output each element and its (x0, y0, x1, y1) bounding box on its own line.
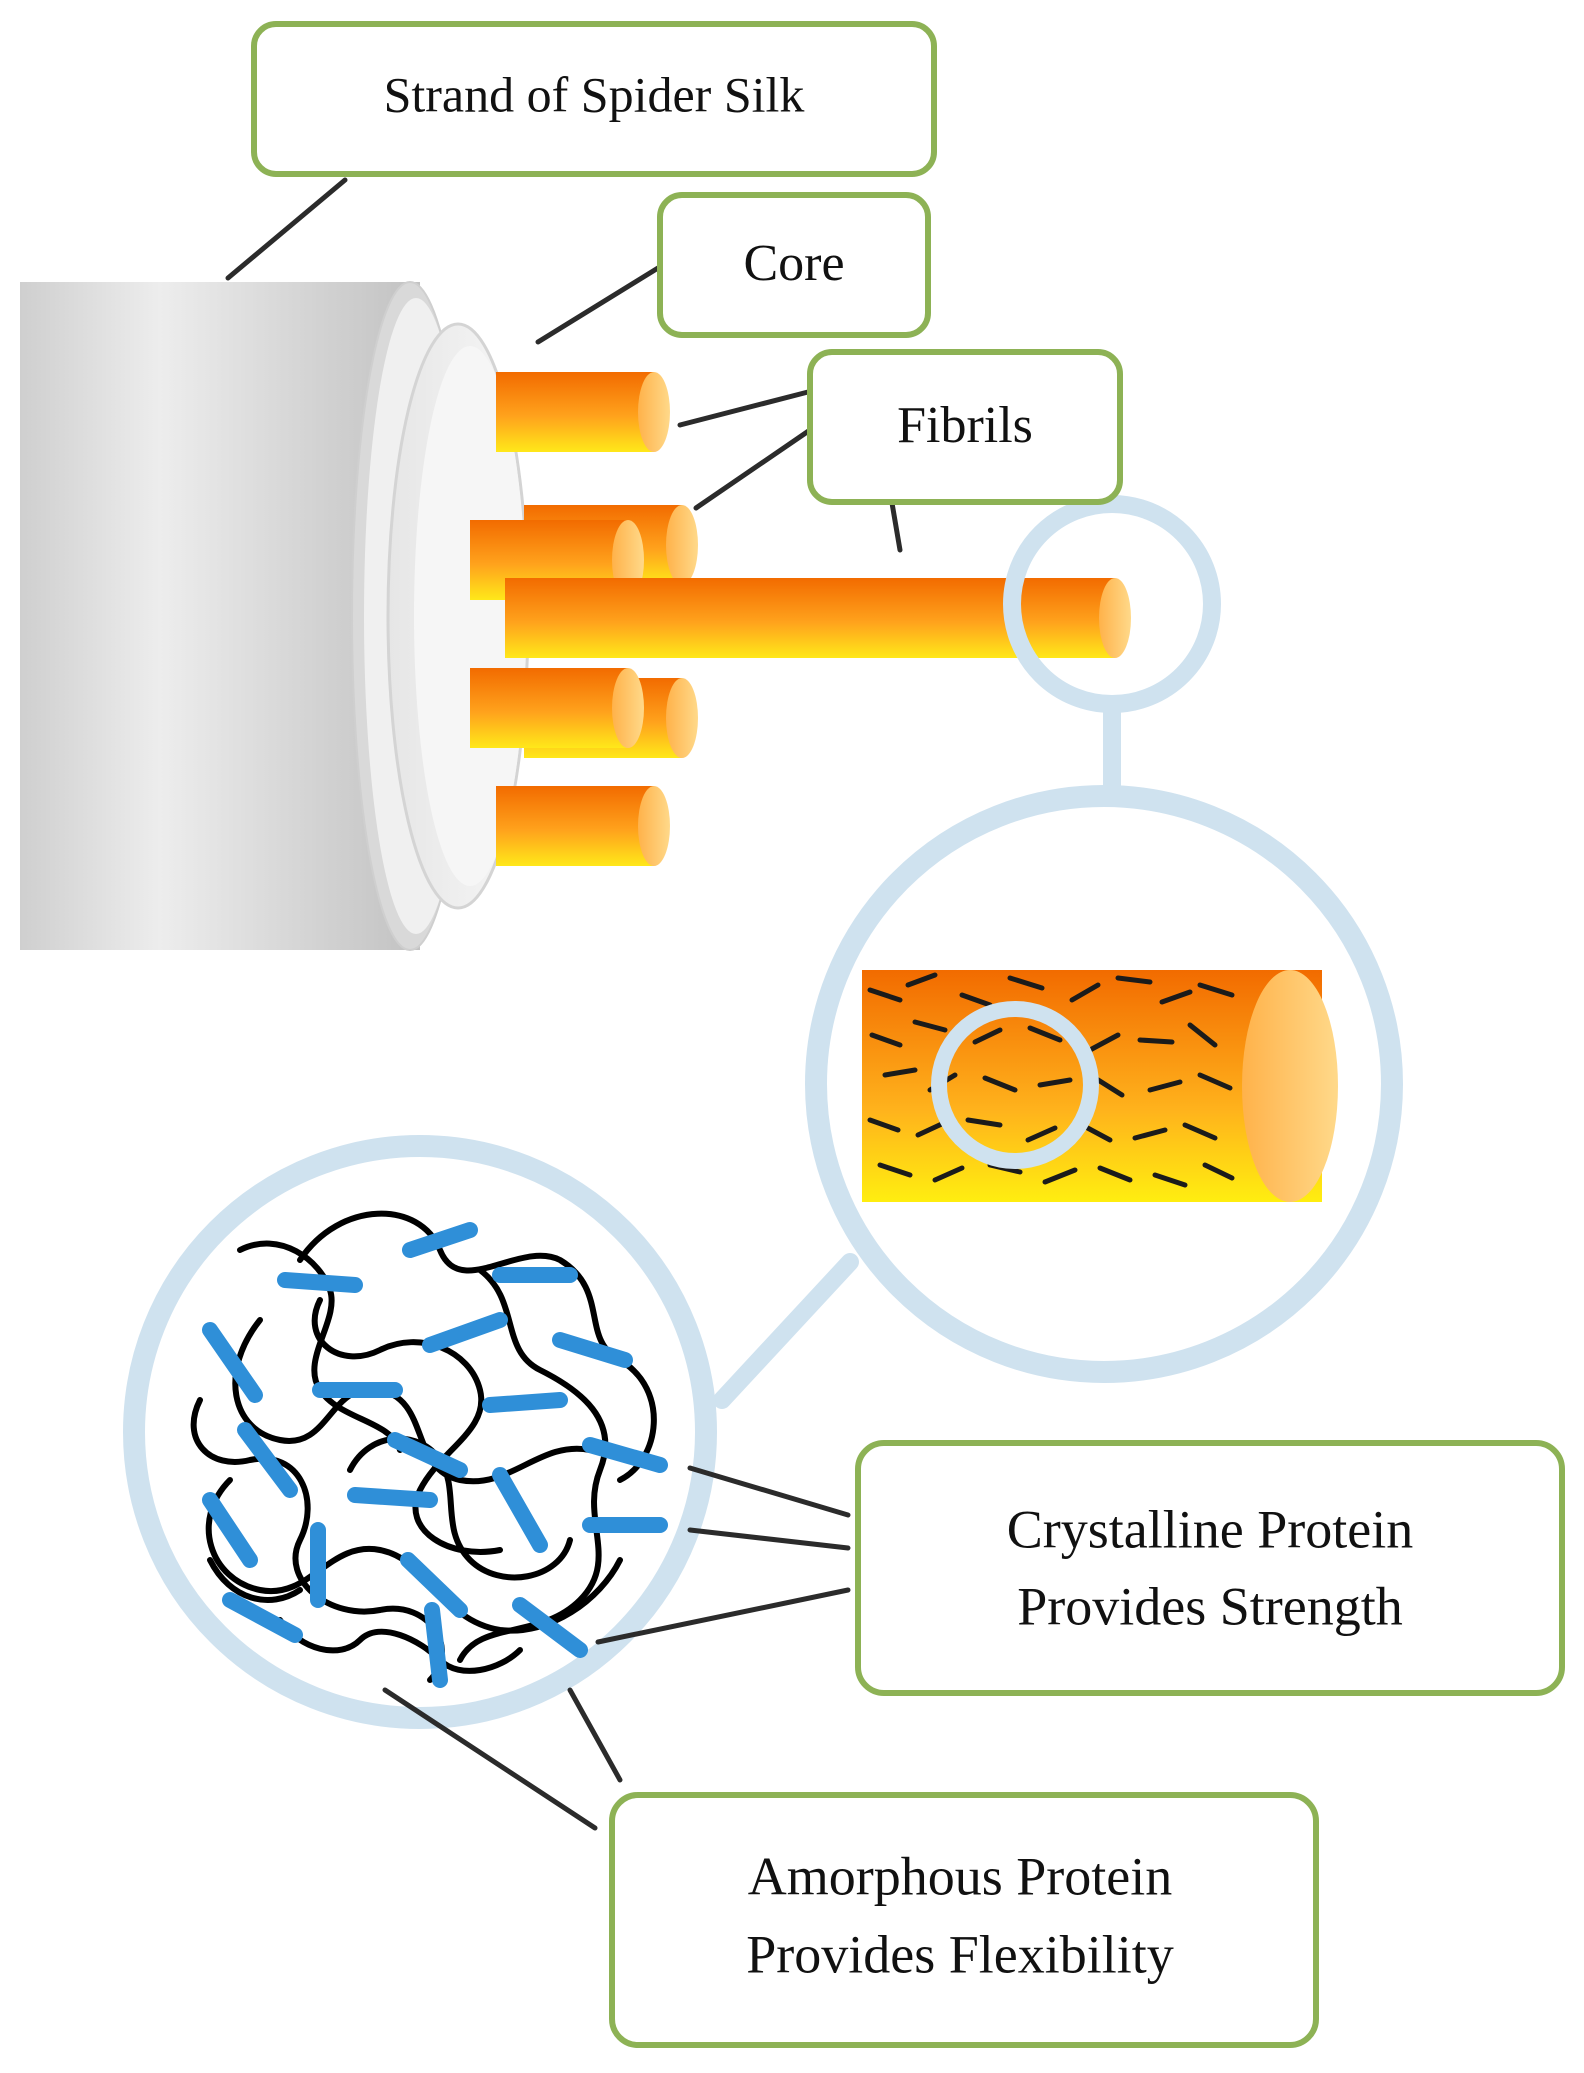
leader-strand (225, 177, 348, 281)
label-strand: Strand of Spider Silk (251, 21, 937, 177)
label-core: Core (657, 192, 931, 338)
fibril (496, 372, 670, 452)
magnifier-large (713, 785, 1403, 1409)
label-core-text: Core (743, 235, 844, 292)
silk-core (386, 322, 530, 910)
leader-fibrils-1 (677, 389, 811, 428)
magnified-fibril-end (1242, 970, 1338, 1202)
label-amorphous: Amorphous Protein Provides Flexibility (609, 1792, 1319, 2048)
label-amorphous-line1: Amorphous Protein (748, 1846, 1173, 1906)
leader-amorphous-1 (567, 1687, 623, 1783)
fibril (496, 786, 670, 866)
label-crystalline-line1: Crystalline Protein (1007, 1499, 1413, 1559)
inner-magnifier (931, 1001, 1099, 1169)
magnifier-small (1003, 495, 1221, 799)
label-crystalline-line2: Provides Strength (1017, 1576, 1403, 1636)
magnified-fibril (862, 970, 1338, 1202)
label-fibrils: Fibrils (807, 349, 1123, 505)
crystalline-protein-blocks (202, 1222, 668, 1688)
leader-fibrils-2 (693, 427, 813, 511)
leader-crystalline-2 (687, 1527, 851, 1551)
label-strand-text: Strand of Spider Silk (384, 66, 805, 122)
label-amorphous-line2: Provides Flexibility (746, 1924, 1174, 1984)
leader-amorphous-2 (382, 1687, 598, 1831)
fibril (470, 668, 644, 748)
leader-crystalline-1 (687, 1465, 851, 1518)
leader-lines (225, 177, 903, 1831)
crystalline-dashes (867, 972, 1235, 1188)
label-fibrils-text: Fibrils (897, 397, 1033, 454)
leader-crystalline-3 (595, 1587, 851, 1645)
label-crystalline: Crystalline Protein Provides Strength (855, 1440, 1565, 1696)
protein-structure-zoom (123, 1135, 717, 1729)
fibril-extended (505, 578, 1131, 658)
core-inner-face (414, 346, 526, 886)
leader-fibrils-3 (889, 500, 903, 553)
leader-core (535, 265, 661, 345)
